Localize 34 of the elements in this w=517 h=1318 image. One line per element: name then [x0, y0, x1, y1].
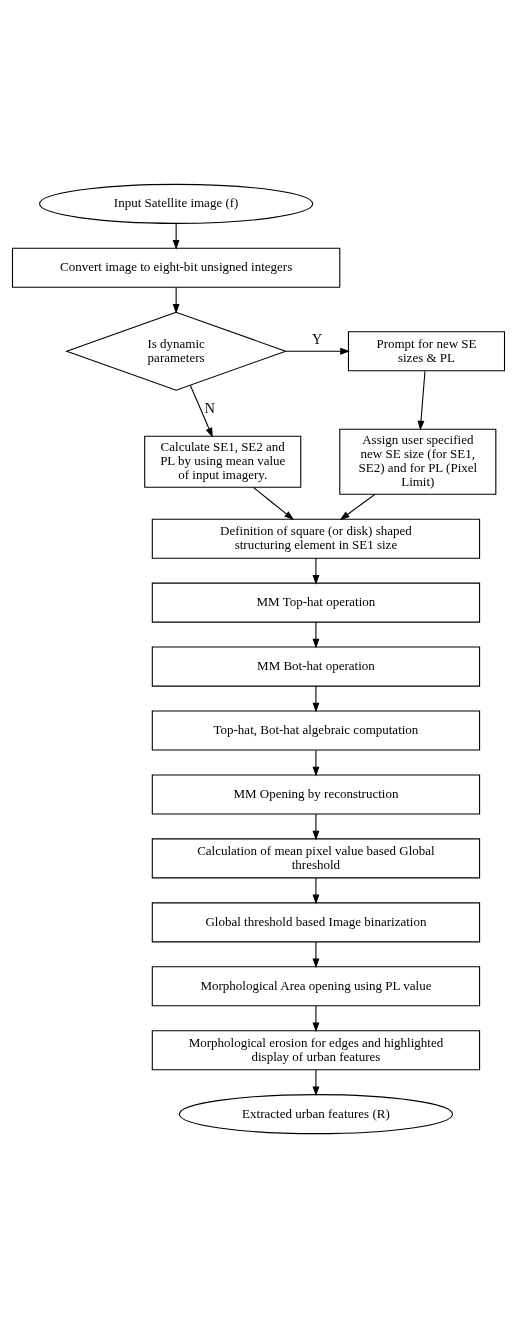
node-box: MM Opening by reconstruction [151, 774, 481, 815]
arrow [172, 222, 180, 250]
node-box: Definition of square (or disk) shaped structuring element in SE1 size [151, 518, 481, 559]
arrow [189, 384, 213, 438]
arrow [312, 1069, 320, 1097]
arrow [312, 749, 320, 777]
arrow [285, 347, 350, 355]
arrow [312, 941, 320, 969]
arrow [172, 286, 180, 314]
node-box: Top-hat, Bot-hat algebraic computation [151, 710, 481, 751]
arrow [312, 1005, 320, 1033]
node-ellipse: Input Satellite image (f) [39, 183, 314, 224]
node-box: MM Top-hat operation [151, 582, 481, 623]
node-diamond: Is dynamic parameters [65, 311, 288, 391]
arrow [339, 493, 376, 521]
arrow [312, 877, 320, 905]
node-ellipse: Extracted urban features (R) [178, 1094, 454, 1135]
node-box: Calculate SE1, SE2 and PL by using mean value of input imagery. [144, 435, 302, 488]
arrow [312, 813, 320, 841]
arrow [252, 486, 295, 521]
node-box: Assign user specified new SE size (for SE1, SE2) and for PL (Pixel Limit) [339, 428, 497, 495]
arrow [312, 557, 320, 585]
node-box: MM Bot-hat operation [151, 646, 481, 687]
arrow [312, 685, 320, 713]
node-box: Morphological erosion for edges and highlighted display of urban features [151, 1030, 481, 1071]
node-box: Calculation of mean pixel value based Global threshold [151, 838, 481, 879]
edge-label: Y [311, 331, 323, 348]
node-box: Morphological Area opening using PL value [151, 966, 481, 1007]
node-box: Prompt for new SE sizes & PL [347, 331, 506, 372]
node-box: Convert image to eight-bit unsigned integers [11, 247, 341, 288]
arrow [417, 370, 426, 431]
arrow [312, 621, 320, 649]
node-box: Global threshold based Image binarization [151, 902, 481, 943]
edge-label: N [204, 400, 215, 417]
